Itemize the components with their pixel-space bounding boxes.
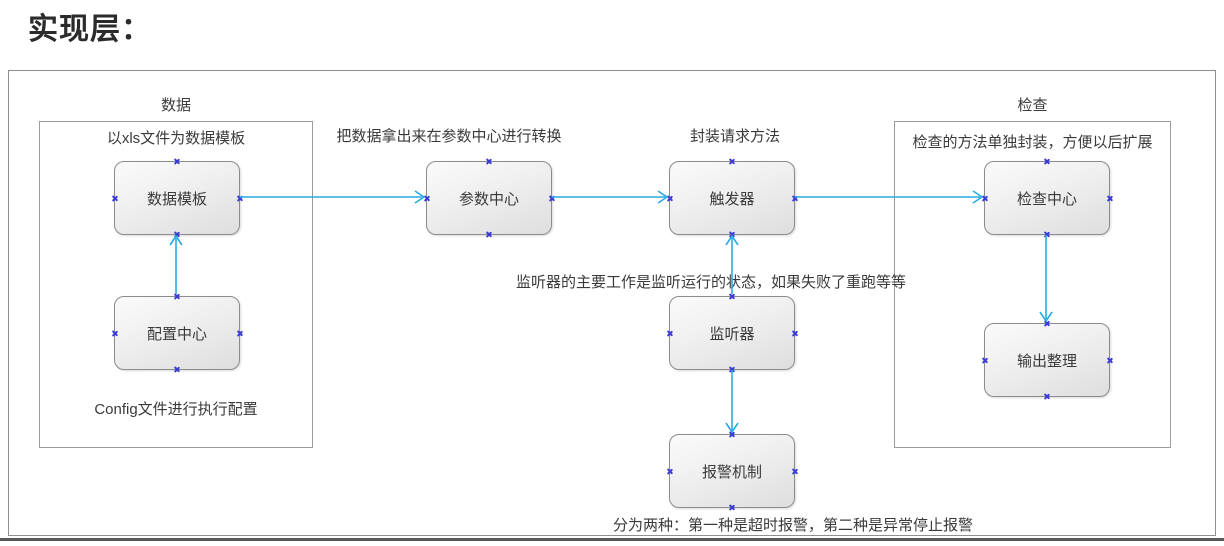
connection-point-icon[interactable]	[1043, 158, 1051, 166]
node-label: 配置中心	[146, 325, 207, 343]
group-data-label: 数据	[160, 97, 191, 114]
connection-point-icon[interactable]	[791, 194, 799, 202]
connection-point-icon[interactable]	[548, 194, 556, 202]
group-check-note-top: 检查的方法单独封装，方便以后扩展	[912, 134, 1153, 151]
annotation-param: 把数据拿出来在参数中心进行转换	[336, 128, 562, 145]
node-label: 输出整理	[1016, 352, 1077, 370]
node-label: 检查中心	[1016, 190, 1077, 208]
connection-point-icon[interactable]	[173, 231, 181, 239]
group-data[interactable]: 数据 以xls文件为数据模板 Config文件进行执行配置	[39, 97, 313, 448]
connection-point-icon[interactable]	[1043, 320, 1051, 328]
connection-point-icon[interactable]	[1043, 231, 1051, 239]
node-alarm[interactable]: 报警机制	[669, 434, 795, 508]
node-listener[interactable]: 监听器	[669, 296, 795, 370]
connection-point-icon[interactable]	[236, 194, 244, 202]
connection-point-icon[interactable]	[111, 194, 119, 202]
connection-point-icon[interactable]	[666, 329, 674, 337]
node-label: 数据模板	[146, 190, 207, 208]
connection-point-icon[interactable]	[173, 158, 181, 166]
node-config-center[interactable]: 配置中心	[114, 296, 240, 370]
connection-point-icon[interactable]	[666, 467, 674, 475]
connection-point-icon[interactable]	[981, 356, 989, 364]
group-data-note-top: 以xls文件为数据模板	[106, 130, 246, 147]
bottom-edge-line	[0, 538, 1224, 541]
connection-point-icon[interactable]	[728, 231, 736, 239]
node-label: 报警机制	[701, 463, 762, 481]
connection-point-icon[interactable]	[728, 504, 736, 512]
connection-point-icon[interactable]	[173, 293, 181, 301]
connection-point-icon[interactable]	[111, 329, 119, 337]
connection-point-icon[interactable]	[728, 366, 736, 374]
connection-point-icon[interactable]	[791, 329, 799, 337]
group-check[interactable]: 检查 检查的方法单独封装，方便以后扩展	[894, 97, 1171, 448]
connection-point-icon[interactable]	[1106, 194, 1114, 202]
connection-point-icon[interactable]	[173, 366, 181, 374]
connection-point-icon[interactable]	[485, 158, 493, 166]
connection-point-icon[interactable]	[1106, 356, 1114, 364]
connection-point-icon[interactable]	[236, 329, 244, 337]
group-check-label: 检查	[1017, 97, 1048, 114]
node-label: 参数中心	[458, 190, 519, 208]
node-param-center[interactable]: 参数中心	[426, 161, 552, 235]
connection-point-icon[interactable]	[728, 431, 736, 439]
diagram-canvas: 数据 以xls文件为数据模板 Config文件进行执行配置 检查 检查的方法单独…	[8, 70, 1216, 536]
connection-point-icon[interactable]	[728, 158, 736, 166]
node-check-center[interactable]: 检查中心	[984, 161, 1110, 235]
annotation-alarm: 分为两种：第一种是超时报警，第二种是异常停止报警	[612, 517, 974, 534]
node-output-sort[interactable]: 输出整理	[984, 323, 1110, 397]
connection-point-icon[interactable]	[485, 231, 493, 239]
node-label: 触发器	[709, 190, 755, 208]
connection-point-icon[interactable]	[981, 194, 989, 202]
annotation-listener: 监听器的主要工作是监听运行的状态，如果失败了重跑等等	[515, 274, 907, 291]
page-title: 实现层：	[28, 13, 152, 46]
node-label: 监听器	[709, 325, 755, 343]
group-data-note-bottom: Config文件进行执行配置	[94, 401, 258, 418]
node-data-template[interactable]: 数据模板	[114, 161, 240, 235]
annotation-trigger: 封装请求方法	[689, 128, 781, 145]
connection-point-icon[interactable]	[666, 194, 674, 202]
connection-point-icon[interactable]	[728, 293, 736, 301]
node-trigger[interactable]: 触发器	[669, 161, 795, 235]
connection-point-icon[interactable]	[1043, 393, 1051, 401]
connection-point-icon[interactable]	[423, 194, 431, 202]
connection-point-icon[interactable]	[791, 467, 799, 475]
